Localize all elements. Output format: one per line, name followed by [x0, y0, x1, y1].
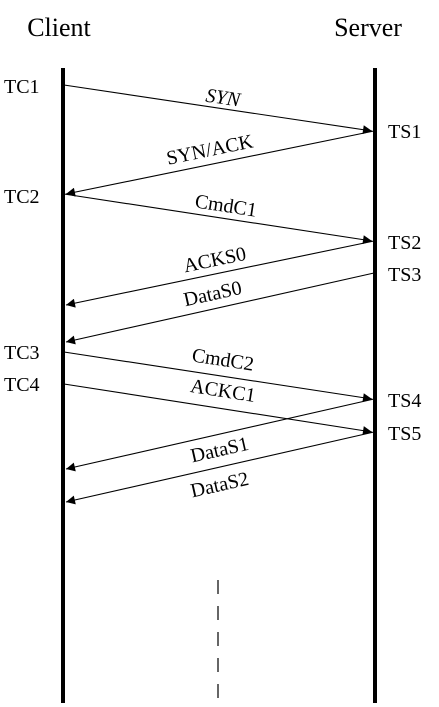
cmdc1-arrow [63, 193, 373, 245]
synack-arrow [65, 130, 375, 197]
cmdc2-arrow [63, 351, 373, 403]
acks0-arrow [65, 240, 375, 308]
client-header: Client [27, 13, 91, 42]
datas2-label: DataS2 [189, 468, 251, 503]
client-time-tc3: TC3 [4, 342, 40, 364]
datas2-arrow [65, 431, 375, 505]
syn-label: SYN [204, 85, 243, 112]
server-header: Server [334, 13, 402, 42]
cmdc1-label: CmdC1 [193, 190, 258, 221]
message-syn: SYN [63, 84, 373, 135]
datas0-arrow [65, 272, 375, 345]
message-datas1: DataS1 [65, 398, 375, 472]
message-synack: SYN/ACK [65, 130, 375, 197]
server-time-ts1: TS1 [388, 121, 421, 143]
cmdc2-label: CmdC2 [190, 344, 255, 375]
server-time-ts4: TS4 [388, 390, 421, 412]
message-datas0: DataS0 [65, 272, 375, 345]
client-time-tc2: TC2 [4, 186, 40, 208]
datas1-arrow [65, 398, 375, 472]
server-time-ts5: TS5 [388, 423, 421, 445]
synack-label: SYN/ACK [165, 130, 256, 169]
acks0-label: ACKS0 [182, 243, 249, 277]
client-time-tc4: TC4 [4, 374, 40, 396]
datas0-label: DataS0 [182, 277, 244, 311]
ackc1-arrow [63, 383, 373, 436]
server-time-ts3: TS3 [388, 264, 421, 286]
syn-arrow [63, 84, 373, 135]
message-cmdc1: CmdC1 [63, 190, 373, 245]
server-time-ts2: TS2 [388, 232, 421, 254]
client-time-tc1: TC1 [4, 76, 40, 98]
message-ackc1: ACKC1 [63, 375, 373, 436]
